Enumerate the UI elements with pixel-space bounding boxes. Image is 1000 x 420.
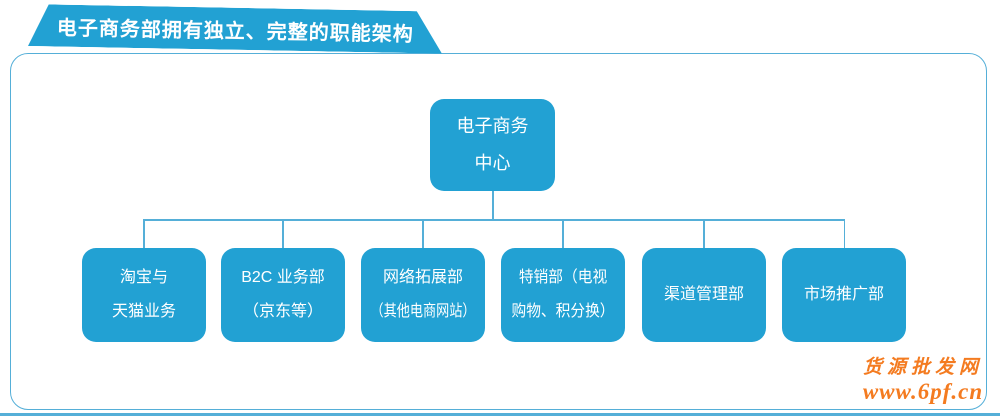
dept-line: 淘宝与: [119, 269, 168, 286]
bottom-divider: [0, 413, 1000, 416]
connector-drop-4: [562, 219, 564, 248]
title-banner: 电子商务部拥有独立、完整的职能架构: [28, 4, 443, 54]
connector-drop-2: [282, 219, 284, 248]
connector-drop-5: [703, 219, 705, 248]
connector-drop-3: [422, 219, 424, 248]
watermark-site-name: 货源批发网: [862, 357, 983, 378]
org-node-root-line2: 中心: [474, 153, 511, 173]
dept-line: 网络拓展部: [382, 269, 463, 286]
dept-line: （其他电商网站）: [370, 303, 476, 320]
connector-crossbar: [143, 219, 845, 221]
org-node-special-sales: 特销部（电视 购物、积分换）: [501, 248, 625, 342]
org-node-root: 电子商务 中心: [430, 99, 555, 191]
dept-line: 购物、积分换）: [511, 303, 615, 320]
org-node-channel-management: 渠道管理部: [642, 248, 766, 342]
dept-line: B2C 业务部: [241, 269, 325, 286]
watermark-url: www.6pf.cn: [862, 378, 984, 404]
dept-line: 渠道管理部: [663, 286, 744, 303]
org-node-network-expansion: 网络拓展部 （其他电商网站）: [361, 248, 485, 342]
watermark: 货源批发网 www.6pf.cn: [848, 357, 998, 404]
org-node-b2c: B2C 业务部 （京东等）: [221, 248, 345, 342]
org-node-root-line1: 电子商务: [456, 116, 529, 136]
connector-root-stem: [492, 191, 494, 220]
dept-line: （京东等）: [242, 303, 323, 320]
dept-line: 市场推广部: [803, 286, 884, 303]
connector-drop-6: [843, 219, 845, 248]
dept-line: 特销部（电视: [518, 269, 608, 286]
banner-title: 电子商务部拥有独立、完整的职能架构: [56, 17, 414, 46]
org-node-marketing: 市场推广部: [782, 248, 906, 342]
org-node-taobao-tmall: 淘宝与 天猫业务: [82, 248, 206, 342]
dept-line: 天猫业务: [111, 303, 176, 320]
connector-drop-1: [143, 219, 145, 248]
